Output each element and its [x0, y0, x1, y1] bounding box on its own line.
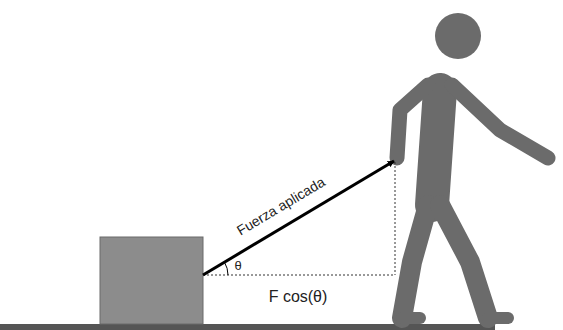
person-silhouette [397, 13, 548, 318]
angle-arc [224, 262, 228, 275]
component-label: F cos(θ) [269, 288, 328, 306]
angle-label: θ [234, 259, 241, 274]
ground-bar [0, 324, 495, 330]
horizontal-component-guide [203, 275, 395, 276]
force-arrow [203, 161, 394, 275]
vertical-guide [395, 162, 396, 275]
crate-box [100, 237, 203, 324]
